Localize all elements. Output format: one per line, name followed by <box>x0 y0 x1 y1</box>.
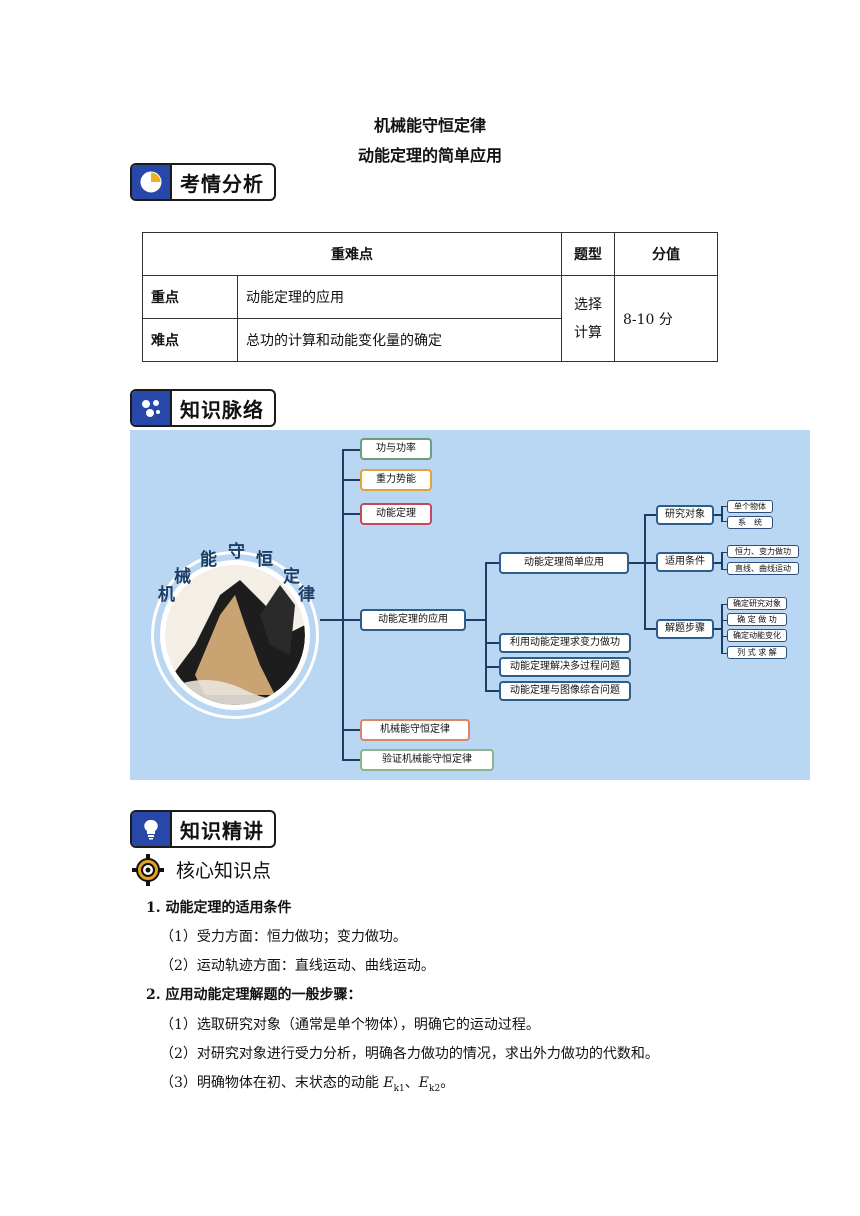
center-char: 恒 <box>256 550 273 570</box>
center-char: 定 <box>283 567 300 587</box>
center-char: 守 <box>228 542 245 562</box>
type-line2: 计算 <box>574 324 602 341</box>
header-difficulty: 重难点 <box>142 232 562 276</box>
mountain-art <box>165 565 305 705</box>
sub-title: 动能定理的简单应用 <box>357 146 502 165</box>
section-1-title: 1. 动能定理的适用条件 <box>146 900 292 916</box>
target-icon <box>132 854 164 886</box>
ek1-subscript: k1 <box>393 1083 405 1094</box>
branch-node: 功与功率 <box>360 438 432 460</box>
branch-node: 动能定理 <box>360 503 432 525</box>
section-2-item: （2）对研究对象进行受力分析，明确各力做功的情况，求出外力做功的代数和。 <box>160 1046 659 1062</box>
section-2-title: 2. 应用动能定理解题的一般步骤： <box>146 987 362 1003</box>
score-cell: 8-10 分 <box>614 275 718 362</box>
object-node: 单个物体 <box>727 500 773 513</box>
info-table: 重难点 题型 分值 重点 动能定理的应用 选择 计算 8-10 分 难点 总功的… <box>142 232 718 362</box>
step-node: 确定研究对象 <box>727 597 787 610</box>
branch-node: 重力势能 <box>360 469 432 491</box>
apply-node: 动能定理解决多过程问题 <box>499 657 631 677</box>
core-heading: 核心知识点 <box>176 860 272 882</box>
header-score: 分值 <box>614 232 718 276</box>
condition-node: 恒力、变力做功 <box>727 545 799 558</box>
section-1-item: （1）受力方面：恒力做功；变力做功。 <box>160 929 407 945</box>
apply-node: 动能定理简单应用 <box>499 552 629 574</box>
branch-node: 机械能守恒定律 <box>360 719 470 741</box>
apply-node: 动能定理与图像综合问题 <box>499 681 631 701</box>
ek-separator: 、 <box>404 1075 419 1091</box>
center-char: 能 <box>200 550 217 570</box>
banner-label: 知识脉络 <box>180 397 264 422</box>
simple-node: 解题步骤 <box>656 619 714 639</box>
end-mark: 。 <box>440 1075 455 1091</box>
type-cell: 选择 计算 <box>561 275 615 362</box>
object-node: 系 统 <box>727 516 773 529</box>
network-icon <box>132 391 172 425</box>
step-node: 列 式 求 解 <box>727 646 787 659</box>
ek1-symbol: E <box>383 1075 394 1091</box>
condition-node: 直线、曲线运动 <box>727 562 799 575</box>
ek2-symbol: E <box>418 1075 430 1091</box>
section-1-item: （2）运动轨迹方面：直线运动、曲线运动。 <box>160 958 435 974</box>
section-2-item: （3）明确物体在初、末状态的动能 Ek1、Ek2。 <box>160 1072 454 1094</box>
branch-node: 动能定理的应用 <box>360 609 466 631</box>
lightbulb-icon <box>132 812 172 846</box>
ek2-subscript: k2 <box>429 1083 441 1094</box>
banner-label: 知识精讲 <box>180 818 264 843</box>
branch-node: 验证机械能守恒定律 <box>360 749 494 771</box>
apply-node: 利用动能定理求变力做功 <box>499 633 631 653</box>
row-content: 动能定理的应用 <box>237 275 562 319</box>
pie-chart-icon <box>132 165 172 199</box>
simple-node: 适用条件 <box>656 552 714 572</box>
row-label: 重点 <box>142 275 238 319</box>
header-type: 题型 <box>561 232 615 276</box>
row-label: 难点 <box>142 318 238 362</box>
center-char: 机 <box>158 585 175 605</box>
type-line1: 选择 <box>574 296 602 313</box>
main-title: 机械能守恒定律 <box>373 116 486 135</box>
item-prefix: （3）明确物体在初、末状态的动能 <box>160 1075 384 1091</box>
knowledge-banner: 知识脉络 <box>130 389 276 427</box>
section-2-item: （1）选取研究对象（通常是单个物体），明确它的运动过程。 <box>160 1017 540 1033</box>
simple-node: 研究对象 <box>656 505 714 525</box>
banner-label: 考情分析 <box>180 171 264 196</box>
center-image <box>160 560 310 710</box>
center-char: 律 <box>298 585 315 605</box>
mind-map: 机 械 能 守 恒 定 律 功与功率 重力势能 动能定理 动能定理的应用 机械能… <box>130 430 810 780</box>
analysis-banner: 考情分析 <box>130 163 276 201</box>
step-node: 确 定 做 功 <box>727 613 787 626</box>
step-node: 确定动能变化 <box>727 629 787 642</box>
lecture-banner: 知识精讲 <box>130 810 276 848</box>
row-content: 总功的计算和动能变化量的确定 <box>237 318 562 362</box>
center-char: 械 <box>174 567 191 587</box>
